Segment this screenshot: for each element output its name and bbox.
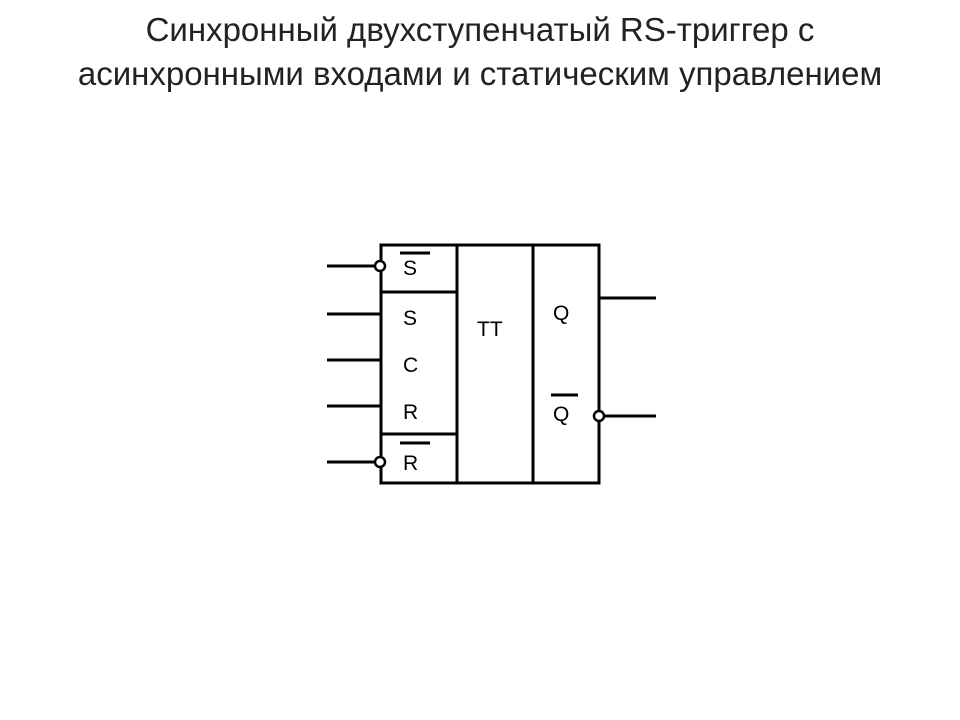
- function-label: TT: [477, 318, 503, 341]
- input-lines: [327, 264, 381, 464]
- input-label-s: S: [403, 307, 417, 330]
- output-label-q-inverted: Q: [553, 403, 569, 426]
- trigger-body: [379, 243, 601, 485]
- output-label-q: Q: [553, 302, 569, 325]
- slide-title-line-1: Синхронный двухступенчатый RS-триггер с: [145, 11, 815, 48]
- inversion-circle-q: [592, 409, 606, 423]
- slide-title: Синхронный двухступенчатый RS-триггер с …: [0, 8, 960, 96]
- slide-title-line-2: асинхронными входами и статическим управ…: [77, 55, 883, 92]
- input-label-c: C: [403, 354, 418, 377]
- input-label-r: R: [403, 401, 418, 424]
- trigger-frame: [379, 243, 601, 485]
- inversion-circle-s: [373, 259, 387, 273]
- input-label-s-inverted: S: [403, 257, 417, 280]
- inversion-circle-r: [373, 455, 387, 469]
- output-lines: [599, 296, 656, 418]
- input-label-r-inverted: R: [403, 452, 418, 475]
